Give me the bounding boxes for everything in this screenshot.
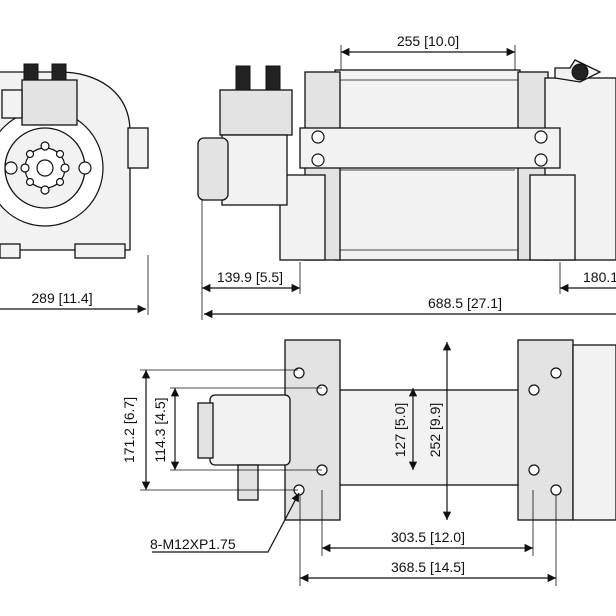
drum-top	[321, 389, 528, 486]
dim-mount-outer: 368.5 [14.5]	[391, 559, 465, 575]
dim-right-offset: 180.1	[583, 269, 616, 285]
dim-mount-spacing: 303.5 [12.0]	[391, 529, 465, 545]
dim-flange-dia: 252 [9.9]	[427, 403, 443, 458]
dim-drum-dia: 127 [5.0]	[392, 403, 408, 458]
dim-height-171: 171.2 [6.7]	[121, 397, 137, 463]
dim-overall-length: 688.5 [27.1]	[428, 295, 502, 311]
dim-motor-offset: 139.9 [5.5]	[217, 269, 283, 285]
top-view	[197, 339, 616, 521]
dimension-lines	[0, 45, 616, 586]
end-view	[0, 63, 149, 259]
dimension-labels: 255 [10.0] 289 [11.4] 139.9 [5.5] 688.5 …	[31, 33, 616, 575]
bolt-callout: 8-M12XP1.75	[150, 536, 236, 552]
dim-height-114: 114.3 [4.5]	[152, 397, 168, 462]
dim-overall-width: 289 [11.4]	[31, 290, 92, 306]
side-view	[197, 59, 616, 261]
dim-drum-width: 255 [10.0]	[397, 33, 459, 49]
